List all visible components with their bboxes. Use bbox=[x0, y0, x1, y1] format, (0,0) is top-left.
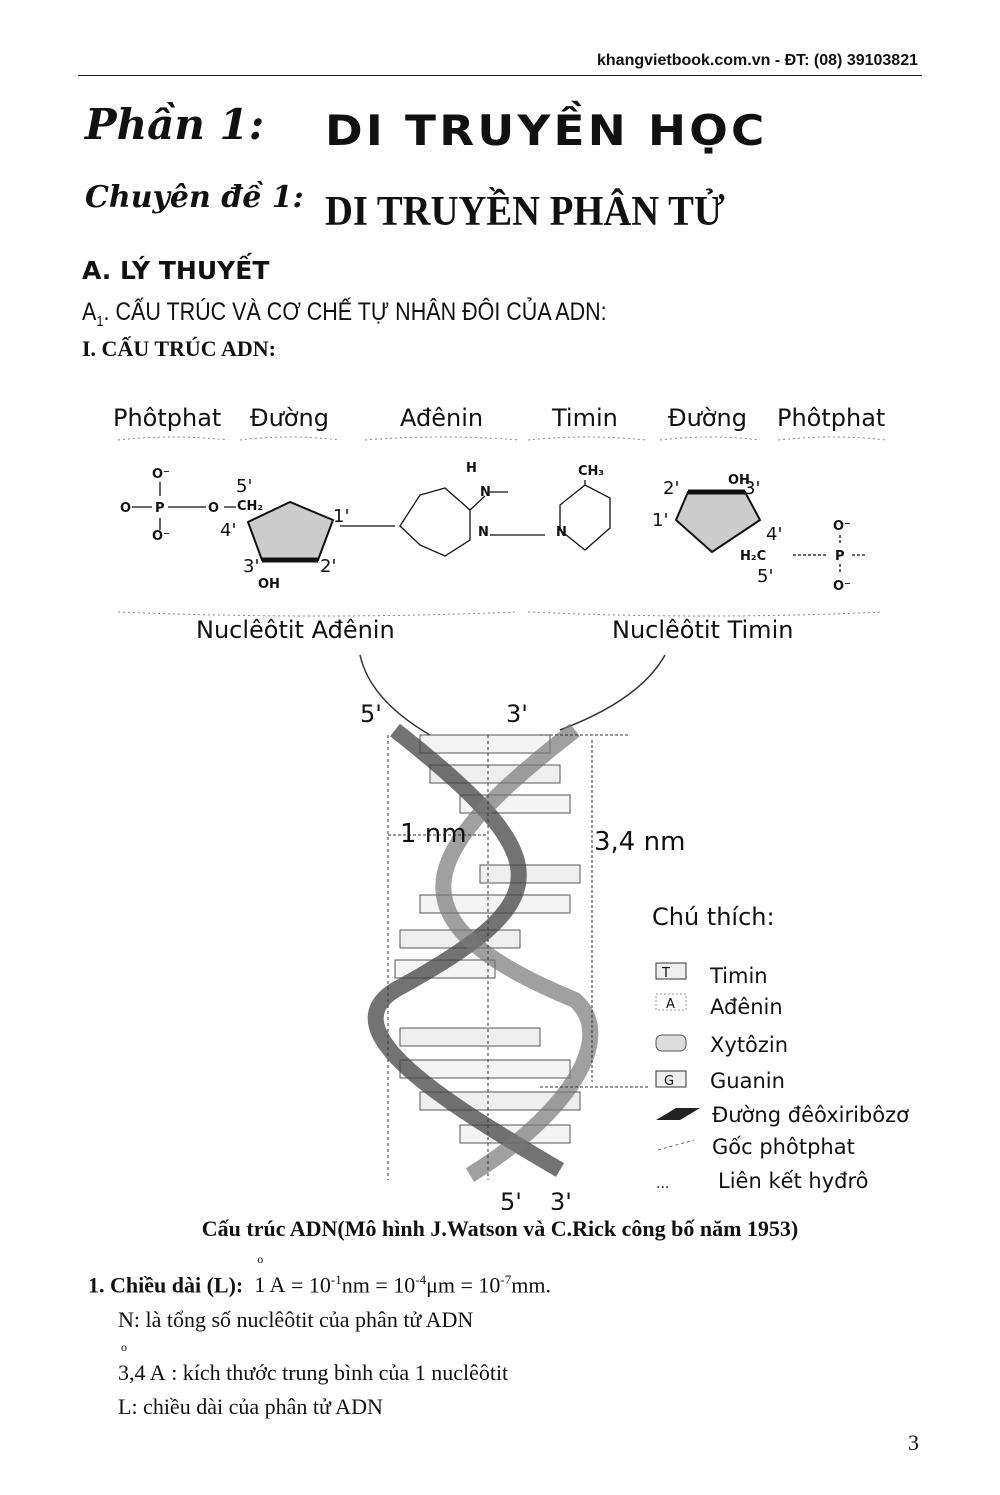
nucleotide-thymine-label: Nuclêôtit Timin bbox=[612, 616, 793, 644]
figure-caption: Cấu trúc ADN(Mô hình J.Watson và C.Rick … bbox=[201, 1216, 799, 1241]
header-divider bbox=[78, 75, 922, 76]
part-label: Phần 1: bbox=[85, 100, 265, 149]
legend-label: Gốc phôtphat bbox=[712, 1135, 855, 1159]
formula-part: μm = 10 bbox=[426, 1272, 501, 1298]
legend-label: Ađênin bbox=[710, 995, 783, 1019]
chem-label: O bbox=[208, 501, 219, 516]
chem-label: 5' bbox=[757, 566, 773, 587]
a1-sub: 1 bbox=[96, 313, 104, 330]
helix-top-left-end: 5' bbox=[360, 700, 382, 728]
chapter-title: DI TRUYỀN PHÂN TỬ bbox=[325, 189, 725, 235]
section-i-heading: I. CẤU TRÚC ADN: bbox=[82, 336, 276, 361]
legend-label: Liên kết hyđrô bbox=[718, 1169, 869, 1193]
chem-label: OH bbox=[728, 473, 750, 488]
chem-label: 5' bbox=[236, 476, 252, 497]
formula-exp: -4 bbox=[415, 1272, 427, 1287]
chem-label: 3' bbox=[744, 478, 760, 499]
chem-label: CH₂ bbox=[237, 499, 263, 514]
label-thymine: Timin bbox=[551, 404, 618, 432]
formula-part: nm = 10 bbox=[341, 1272, 416, 1298]
chem-label: O⁻ bbox=[833, 579, 851, 594]
label-braces bbox=[117, 436, 887, 617]
double-helix bbox=[367, 723, 650, 1182]
header-site: khangvietbook.com.vn - ĐT: (08) 39103821 bbox=[597, 52, 918, 69]
legend-item-phosphate: Gốc phôtphat bbox=[657, 1135, 855, 1159]
formula-part: = 10 bbox=[285, 1272, 331, 1298]
label-phosphate-left: Phôtphat bbox=[113, 404, 221, 432]
helix-top-right-end: 3' bbox=[506, 700, 528, 728]
legend-glyph: T bbox=[661, 966, 670, 981]
legend-item-hydrogen-bond: ... Liên kết hyđrô bbox=[656, 1169, 869, 1193]
chem-label: O bbox=[120, 501, 131, 516]
formula-number: 1. bbox=[88, 1272, 105, 1298]
chem-label: H₂C bbox=[740, 549, 766, 564]
helix-bottom-right-end: 3' bbox=[550, 1188, 572, 1210]
arrow-icon bbox=[359, 654, 666, 736]
formula-label: Chiều dài (L): bbox=[110, 1272, 244, 1298]
chem-label: H bbox=[466, 461, 477, 476]
chem-label: 2' bbox=[663, 478, 679, 499]
formula-part: mm. bbox=[511, 1272, 551, 1298]
legend-item-thymine: T Timin bbox=[655, 962, 768, 988]
a1-prefix: A bbox=[82, 298, 97, 326]
page-number: 3 bbox=[908, 1430, 919, 1455]
helix-width-label: 1 nm bbox=[400, 819, 467, 849]
chem-label: 4' bbox=[220, 520, 236, 541]
legend-item-adenine: A Ađênin bbox=[655, 993, 783, 1019]
chem-label: 1' bbox=[333, 506, 349, 527]
legend: Chú thích: T Timin A Ađênin Xytôzin G Guani… bbox=[652, 903, 909, 1193]
legend-glyph: G bbox=[664, 1074, 674, 1089]
chem-label: 1' bbox=[652, 510, 668, 531]
chem-label: P bbox=[835, 549, 845, 564]
note-l: L: chiều dài của phân tử ADN bbox=[118, 1394, 383, 1419]
chem-label: CH₃ bbox=[578, 464, 604, 479]
chem-label: O⁻ bbox=[152, 529, 170, 544]
chem-label: 2' bbox=[320, 556, 336, 577]
legend-item-cytosine: Xytôzin bbox=[655, 1033, 788, 1057]
note-size: 3,4 A : kích thước trung bình của 1 nucl… bbox=[118, 1340, 509, 1386]
section-a1-heading: A1. CẤU TRÚC VÀ CƠ CHẾ TỰ NHÂN ĐÔI CỦA A… bbox=[82, 298, 607, 330]
chem-label: OH bbox=[258, 577, 280, 592]
chem-label: O⁻ bbox=[833, 519, 851, 534]
part-title: DI TRUYỀN HỌC bbox=[325, 106, 768, 155]
chem-label: 4' bbox=[766, 524, 782, 545]
formula-angstrom: 1 A bbox=[254, 1252, 285, 1298]
chapter-label: Chuyên đề 1: bbox=[85, 180, 304, 215]
chem-label: N bbox=[556, 525, 567, 540]
formula-exp: -7 bbox=[500, 1272, 512, 1287]
section-a-heading: A. LÝ THUYẾT bbox=[82, 256, 270, 285]
legend-glyph: A bbox=[666, 997, 675, 1012]
chemical-structure: O⁻ O P O⁻ O CH₂ 5' 4' 3' 2' 1' OH CH₃ H … bbox=[120, 461, 851, 594]
legend-label: Timin bbox=[709, 964, 768, 988]
label-sugar-right: Đường bbox=[668, 404, 747, 432]
chem-label: P bbox=[155, 501, 165, 516]
chem-label: N bbox=[480, 485, 491, 500]
chem-label: O⁻ bbox=[152, 467, 170, 482]
label-adenine: Ađênin bbox=[400, 404, 483, 432]
formula-length: 1. Chiều dài (L): 1 A = 10-1nm = 10-4μm … bbox=[88, 1252, 551, 1298]
legend-label: Guanin bbox=[710, 1069, 785, 1093]
legend-item-sugar: Đường đêôxiribôzơ bbox=[656, 1103, 909, 1127]
label-phosphate-right: Phôtphat bbox=[777, 404, 885, 432]
legend-item-guanine: G Guanin bbox=[655, 1069, 785, 1093]
helix-pitch-label: 3,4 nm bbox=[594, 827, 685, 857]
chem-label: N bbox=[478, 525, 489, 540]
a1-text: . CẤU TRÚC VÀ CƠ CHẾ TỰ NHÂN ĐÔI CỦA ADN… bbox=[103, 298, 607, 326]
chem-label: 3' bbox=[243, 556, 259, 577]
note-size-text: : kích thước trung bình của 1 nuclêôtit bbox=[165, 1360, 509, 1385]
legend-title: Chú thích: bbox=[652, 903, 775, 931]
formula-exp: -1 bbox=[330, 1272, 342, 1287]
helix-bottom-left-end: 5' bbox=[500, 1188, 522, 1210]
label-sugar-left: Đường bbox=[250, 404, 329, 432]
component-labels: Phôtphat Đường Ađênin Timin Đường Phôtph… bbox=[113, 404, 885, 432]
dna-structure-diagram: Phôtphat Đường Ađênin Timin Đường Phôtph… bbox=[113, 404, 909, 1210]
nucleotide-adenine-label: Nuclêôtit Ađênin bbox=[196, 616, 395, 644]
legend-label: Xytôzin bbox=[710, 1033, 788, 1057]
legend-glyph: ... bbox=[656, 1176, 669, 1192]
note-n: N: là tổng số nuclêôtit của phân tử ADN bbox=[118, 1307, 474, 1332]
legend-label: Đường đêôxiribôzơ bbox=[712, 1103, 909, 1127]
note-size-value: 3,4 A bbox=[118, 1340, 166, 1386]
